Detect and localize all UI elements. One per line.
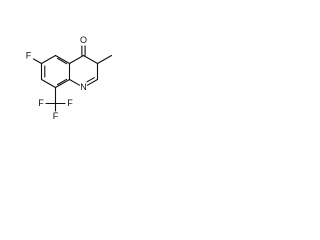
cf3-fluorine-right-label: F xyxy=(67,98,73,108)
double-bond-inner xyxy=(56,57,68,65)
bond xyxy=(40,78,57,89)
bond xyxy=(82,54,99,65)
cf3-fluorine-left-label: F xyxy=(38,98,44,108)
fluoro-bond xyxy=(32,58,43,65)
quinolinone-structure: O N F F F F xyxy=(26,35,113,121)
bond xyxy=(54,54,71,65)
bond-layer xyxy=(32,45,113,112)
methyl-bond xyxy=(96,54,113,65)
cf3-fluorine-bottom-label: F xyxy=(53,111,59,121)
ring-fluorine-label: F xyxy=(26,50,32,60)
bond xyxy=(86,78,99,86)
bond xyxy=(40,54,57,65)
bond xyxy=(68,78,81,86)
double-bond-inner xyxy=(86,77,95,83)
bond xyxy=(54,78,71,89)
nitrogen-label: N xyxy=(80,82,87,92)
atom-label-layer: O N F F F F xyxy=(26,35,87,121)
molecule-canvas: O N F F F F xyxy=(0,0,152,152)
double-bond-inner xyxy=(56,78,68,86)
bond xyxy=(68,54,85,65)
oxygen-label: O xyxy=(80,35,87,45)
